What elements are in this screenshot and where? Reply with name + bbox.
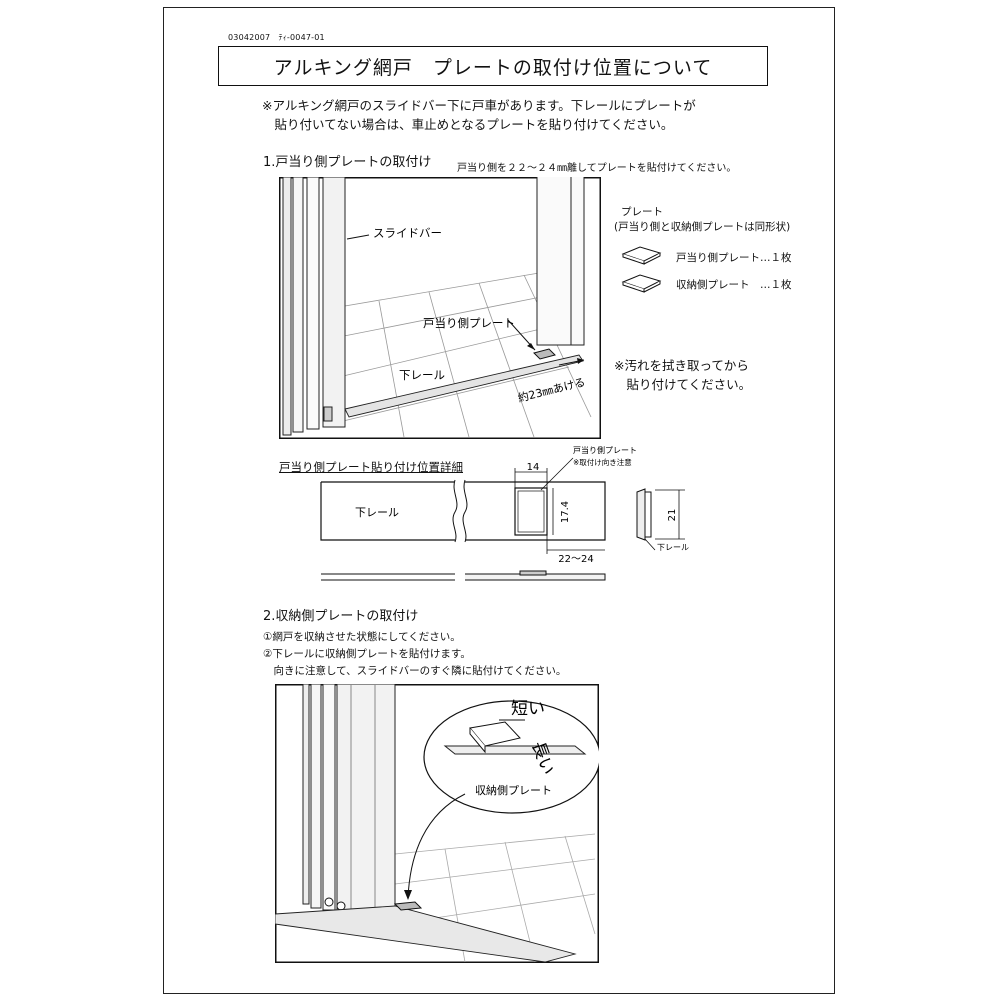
slide-bar-label: スライドバー: [373, 226, 442, 240]
plate-position-detail: 14 17.4 22～24 戸当り側プレート ※取付け向き注意 下レール 21 …: [320, 445, 689, 581]
step-2: ②下レールに収納側プレートを貼付けます。: [263, 648, 471, 660]
legend-item-1: 戸当り側プレート…１枚: [676, 252, 792, 264]
warning-line-1: ※汚れを拭き取ってから: [614, 358, 749, 373]
short-label: 短い: [511, 699, 545, 719]
step-3: 向きに注意して、スライドバーのすぐ隣に貼付けてください。: [263, 665, 567, 677]
warning-line-2: 貼り付けてください。: [614, 377, 752, 392]
dim-height: 17.4: [560, 501, 571, 523]
page-title: アルキング網戸 プレートの取付け位置について: [273, 56, 713, 79]
storage-plate-illustration: 短い 長い 収納側プレート: [275, 684, 599, 963]
detail-rail-label: 下レール: [355, 506, 399, 519]
intro-line-1: ※アルキング網戸のスライドバー下に戸車があります。下レールにプレートが: [262, 98, 696, 113]
title-box: アルキング網戸 プレートの取付け位置について: [218, 46, 768, 86]
detail-title: 戸当り側プレート貼り付け位置詳細: [279, 460, 463, 474]
legend-title: プレート: [621, 206, 663, 218]
legend-subtitle: (戸当り側と収納側プレートは同形状): [614, 221, 791, 233]
document-code: 03042007 ﾃｨ-0047-01: [228, 33, 325, 42]
section1-heading: 1.戸当り側プレートの取付け: [263, 155, 432, 170]
side-rail-label: 下レール: [657, 543, 689, 552]
document-sheet: [163, 7, 835, 994]
door-plate-icon: [621, 246, 662, 265]
door-plate-label: 戸当り側プレート: [423, 316, 515, 330]
section1-note: 戸当り側を２２～２４㎜離してプレートを貼付けてください。: [457, 163, 737, 174]
door-rail-illustration: スライドバー 戸当り側プレート 下レール 約23㎜あける: [279, 177, 601, 439]
storage-plate-label: 収納側プレート: [475, 784, 552, 797]
plate-icons: [621, 246, 662, 293]
cleaning-warning: ※汚れを拭き取ってから 貼り付けてください。: [614, 356, 751, 394]
dim-gap: 22～24: [558, 554, 593, 565]
dim-side: 21: [667, 509, 678, 522]
section2-heading: 2.収納側プレートの取付け: [263, 609, 419, 624]
detail-plate-note: ※取付け向き注意: [573, 457, 632, 467]
lower-rail-label: 下レール: [399, 368, 445, 382]
legend-item-2: 収納側プレート …１枚: [676, 279, 792, 291]
dim-width: 14: [527, 462, 540, 473]
step-1: ①網戸を収納させた状態にしてください。: [263, 631, 461, 643]
intro-line-2: 貼り付いてない場合は、車止めとなるプレートを貼り付けてください。: [262, 117, 674, 132]
storage-plate-icon: [621, 274, 662, 293]
intro-note: ※アルキング網戸のスライドバー下に戸車があります。下レールにプレートが 貼り付い…: [262, 96, 696, 134]
detail-plate-label: 戸当り側プレート: [573, 445, 637, 455]
